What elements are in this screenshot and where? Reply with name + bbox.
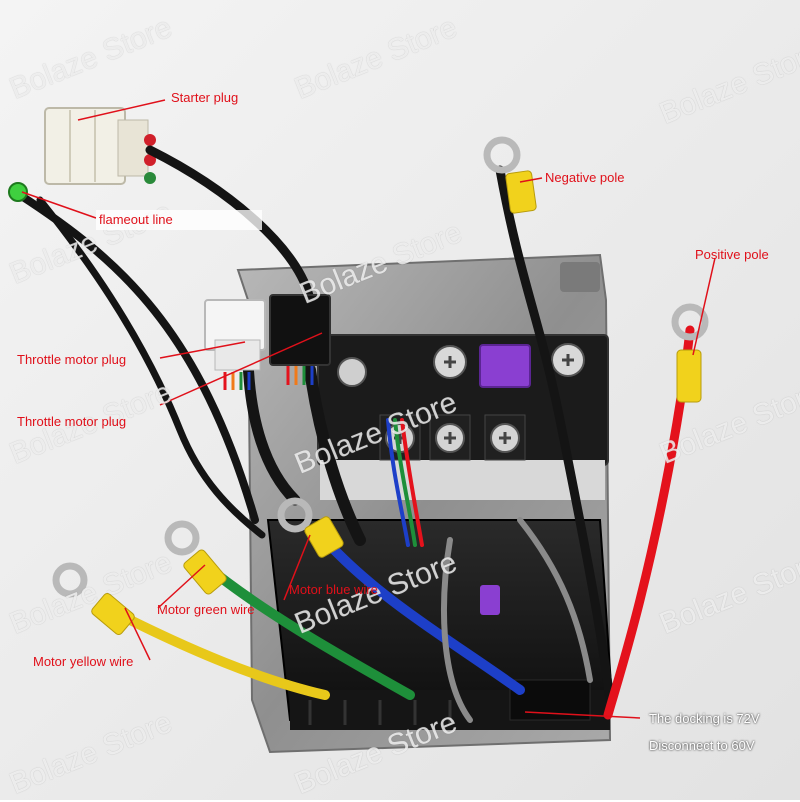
disconnect-60v-label: Disconnect to 60V xyxy=(649,738,755,753)
bracket-tab xyxy=(560,262,600,292)
positive-ring-terminal xyxy=(671,303,709,403)
small-fuse xyxy=(480,585,500,615)
green-wire-ring-terminal xyxy=(164,520,227,595)
flameout-line-label: flameout line xyxy=(96,210,262,230)
terminal-base-plate xyxy=(320,460,605,500)
starter-plug-label: Starter plug xyxy=(171,90,239,105)
throttle-plug-white xyxy=(204,299,266,390)
blue-wire-ring-terminal xyxy=(277,497,344,558)
negative-pole-label: Negative pole xyxy=(545,170,625,185)
starter-plug xyxy=(44,107,156,185)
fuse xyxy=(479,344,531,388)
positive-pole-label: Positive pole xyxy=(695,247,769,262)
motor-green-wire-label: Motor green wire xyxy=(157,602,255,617)
throttle-plug-black xyxy=(269,294,331,385)
throttle-motor-plug-label-1: Throttle motor plug xyxy=(17,352,127,367)
throttle-motor-plug-label-2: Throttle motor plug xyxy=(17,414,127,429)
wires xyxy=(16,145,695,723)
pointer-lines xyxy=(21,99,716,719)
fin-slots xyxy=(308,700,452,725)
docking-72v-label: The docking is 72V xyxy=(649,711,760,726)
motor-blue-wire-label: Motor blue wire xyxy=(289,582,378,597)
negative-ring-terminal xyxy=(483,136,537,214)
motor-yellow-wire-label: Motor yellow wire xyxy=(33,654,134,669)
terminal-screws-top xyxy=(337,343,585,387)
flameout-wire-tip xyxy=(8,182,28,202)
yellow-wire-ring-terminal xyxy=(52,562,135,636)
